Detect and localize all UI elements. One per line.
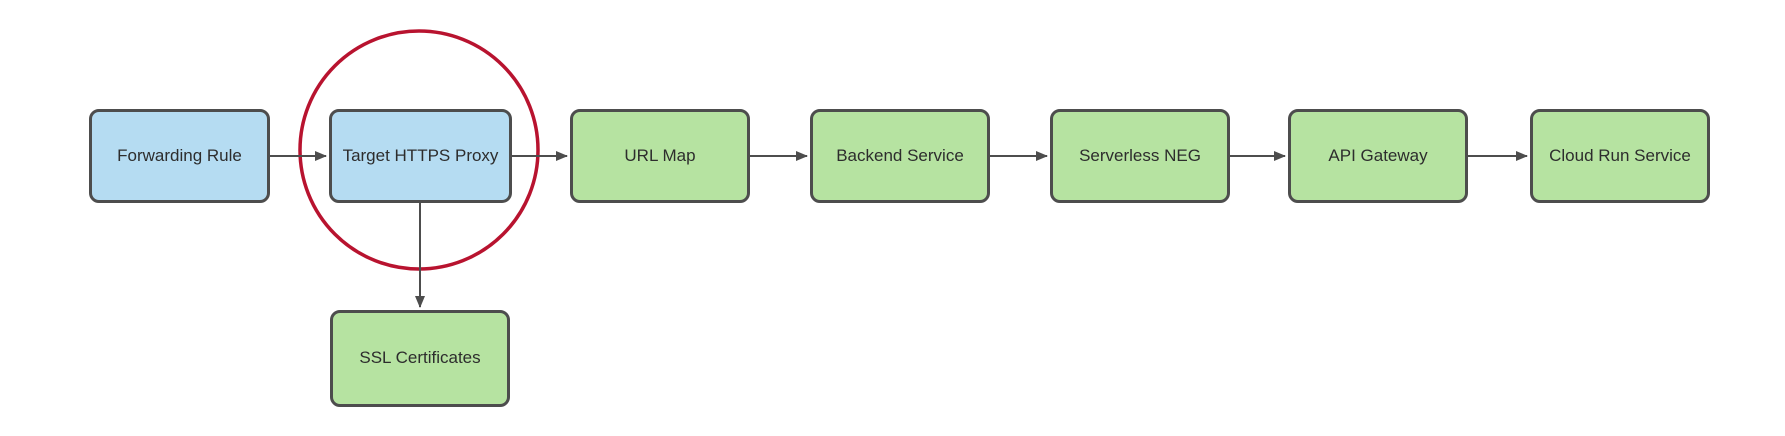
node-url-map[interactable]: URL Map <box>570 109 750 203</box>
node-label: SSL Certificates <box>359 348 481 368</box>
node-backend-service[interactable]: Backend Service <box>810 109 990 203</box>
node-cloud-run-service[interactable]: Cloud Run Service <box>1530 109 1710 203</box>
node-label: Serverless NEG <box>1079 145 1201 165</box>
node-ssl-certificates[interactable]: SSL Certificates <box>330 310 510 407</box>
node-api-gateway[interactable]: API Gateway <box>1288 109 1468 203</box>
node-label: Forwarding Rule <box>117 145 242 165</box>
node-label: API Gateway <box>1328 145 1428 165</box>
node-label: Target HTTPS Proxy <box>342 145 499 165</box>
node-serverless-neg[interactable]: Serverless NEG <box>1050 109 1230 203</box>
node-target-https-proxy[interactable]: Target HTTPS Proxy <box>329 109 512 203</box>
node-label: Cloud Run Service <box>1549 145 1691 165</box>
node-forwarding-rule[interactable]: Forwarding Rule <box>89 109 270 203</box>
node-label: Backend Service <box>836 145 964 165</box>
node-label: URL Map <box>624 145 696 165</box>
